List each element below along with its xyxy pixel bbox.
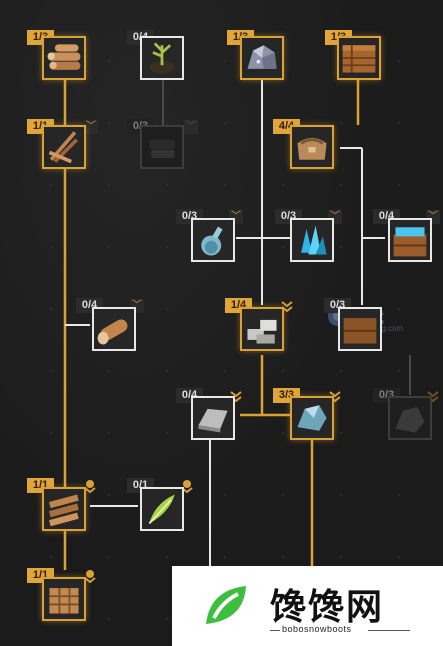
dark-ore-icon [395, 407, 425, 433]
stone-node[interactable] [240, 36, 284, 80]
crystal-crate-icon [393, 227, 427, 257]
lumber-node[interactable] [42, 577, 86, 621]
planks-node[interactable] [42, 487, 86, 531]
dark-ore-node[interactable] [388, 396, 432, 440]
green-herb-icon [148, 494, 175, 525]
bag-node[interactable] [290, 125, 334, 169]
potion-flask-icon [201, 226, 223, 256]
iron-ingot-node[interactable] [191, 396, 235, 440]
sapling-node[interactable] [140, 36, 184, 80]
wooden-crate-icon [342, 45, 376, 73]
charcoal-icon [149, 139, 175, 158]
leather-bag-icon [297, 137, 327, 160]
chevron-down-icon: ﹀ [184, 120, 198, 134]
log-icon [97, 319, 128, 345]
stone-bricks-icon [247, 319, 277, 344]
site-banner: 馋馋网 bobosnowboots [172, 566, 443, 646]
planks-icon [49, 494, 79, 527]
crystal-crate-node[interactable] [388, 218, 432, 262]
banner-title: 馋馋网 [270, 587, 385, 628]
divider [270, 630, 280, 631]
leaf-logo-icon [206, 586, 246, 624]
chevron-down-icon: ﹀ [84, 120, 98, 134]
herb-node[interactable] [140, 487, 184, 531]
lumber-stack-icon [49, 588, 79, 614]
stone-bricks-node[interactable] [240, 307, 284, 351]
crate-node[interactable] [337, 36, 381, 80]
rank-emblem-icon [84, 480, 96, 493]
blue-crystal-icon [301, 225, 327, 255]
crystal-node[interactable] [290, 218, 334, 262]
metal-ore-icon [297, 405, 327, 431]
metal-ore-node[interactable] [290, 396, 334, 440]
wooden-crate-icon [343, 318, 377, 344]
iron-ingot-icon [198, 408, 228, 433]
rank-emblem-icon [84, 570, 96, 583]
sticks-icon [48, 131, 79, 164]
crate2-node[interactable] [338, 307, 382, 351]
logs-icon [47, 44, 81, 70]
log-node[interactable] [92, 307, 136, 351]
sapling-icon [149, 42, 175, 74]
divider [368, 630, 410, 631]
stone-ore-icon [247, 45, 277, 69]
logs-node[interactable] [42, 36, 86, 80]
charcoal-node[interactable] [140, 125, 184, 169]
sticks-node[interactable] [42, 125, 86, 169]
banner-subtitle: bobosnowboots [282, 624, 352, 634]
potion-node[interactable] [191, 218, 235, 262]
